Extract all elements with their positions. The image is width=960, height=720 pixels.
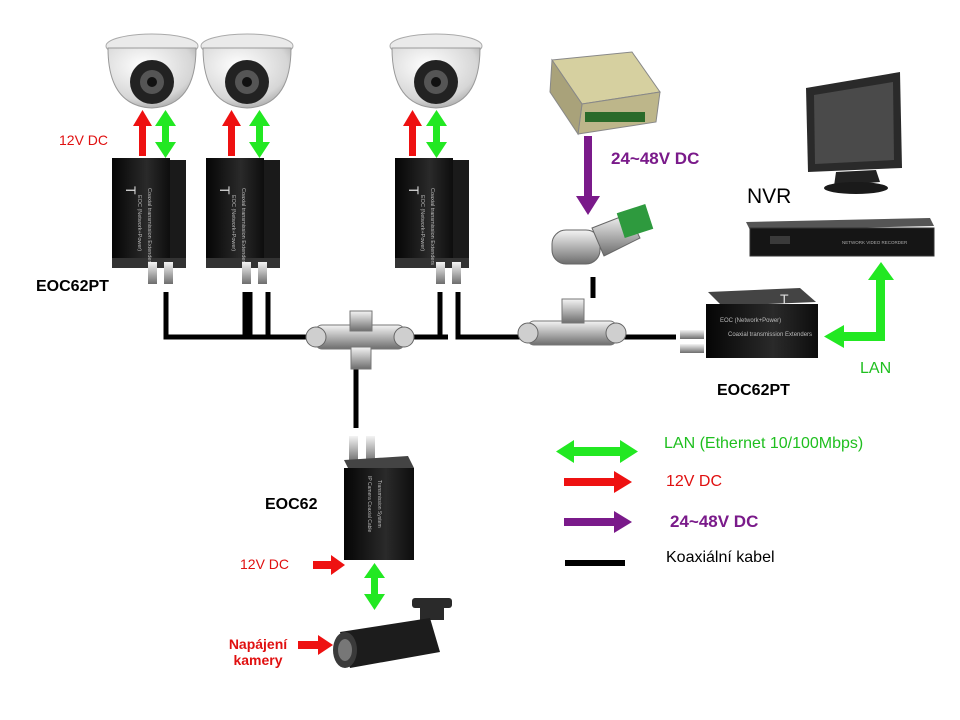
nvr-label: NVR xyxy=(747,185,792,208)
monitor xyxy=(806,72,902,194)
eoc62-power-arrow-icon xyxy=(313,555,345,575)
eoc62-label: EOC62 xyxy=(265,496,318,513)
svg-text:EOC (Network+Power): EOC (Network+Power) xyxy=(419,195,425,251)
eoc62pt-unit-3: T EOC (Network+Power) Coaxial transmissi… xyxy=(395,158,469,284)
eoc62pt-unit-right: T EOC (Network+Power) Coaxial transmissi… xyxy=(680,288,818,358)
svg-text:Coaxial transmission Extenders: Coaxial transmission Extenders xyxy=(240,188,246,265)
lan-label: LAN xyxy=(860,360,892,377)
eoc-tag: T xyxy=(217,186,233,195)
svg-text:EOC (Network+Power): EOC (Network+Power) xyxy=(136,195,142,251)
bnc-dc-adapter xyxy=(551,204,654,265)
eoc-tag: T xyxy=(780,291,789,307)
power-supply xyxy=(549,51,661,136)
bullet-camera xyxy=(333,598,452,668)
legend-label-48v: 24~48V DC xyxy=(670,512,759,531)
svg-text:NETWORK VIDEO RECORDER: NETWORK VIDEO RECORDER xyxy=(842,240,908,245)
bnc-t-connector-1 xyxy=(305,310,415,370)
camera-power-supply-label: Napájení kamery xyxy=(228,636,288,668)
camera-power-label: 12V DC xyxy=(59,132,109,148)
svg-text:Transmission System: Transmission System xyxy=(376,480,382,528)
svg-text:EOC (Network+Power): EOC (Network+Power) xyxy=(720,318,781,324)
legend-48v-arrow-icon xyxy=(564,511,632,533)
green-double-arrow-icon xyxy=(155,110,447,158)
dome-camera-2 xyxy=(200,33,294,109)
legend-label-12v: 12V DC xyxy=(666,473,723,490)
eoc62pt-label-right: EOC62PT xyxy=(717,382,790,399)
psu-voltage-label: 24~48V DC xyxy=(611,149,700,168)
svg-text:Coaxial transmission Extenders: Coaxial transmission Extenders xyxy=(429,188,435,265)
red-arrow-icon xyxy=(133,110,422,156)
svg-text:IP Camera Coaxial Cable: IP Camera Coaxial Cable xyxy=(366,476,372,533)
eoc-tag: T xyxy=(123,186,139,195)
lan-arrow-icon xyxy=(824,262,894,348)
coax-cable-network xyxy=(163,277,676,428)
eoc62pt-unit-2: T EOC (Network+Power) Coaxial transmissi… xyxy=(206,158,280,284)
nvr-recorder: NETWORK VIDEO RECORDER xyxy=(746,218,935,257)
svg-text:EOC (Network+Power): EOC (Network+Power) xyxy=(230,195,236,251)
eoc62pt-label-left: EOC62PT xyxy=(36,278,109,295)
dome-camera-3 xyxy=(389,33,483,109)
eoc62-power-label: 12V DC xyxy=(240,556,290,572)
legend-coax-line xyxy=(565,560,625,566)
eoc62-lan-arrow-icon xyxy=(364,563,385,610)
svg-text:Coaxial transmission Extenders: Coaxial transmission Extenders xyxy=(146,188,152,265)
camera-arrows xyxy=(133,110,447,158)
eoc62pt-unit-1: T EOC (Network+Power) Coaxial transmissi… xyxy=(112,158,186,284)
legend-label-lan: LAN (Ethernet 10/100Mbps) xyxy=(664,435,864,452)
legend-symbols xyxy=(556,440,638,566)
camera-power-arrow-icon xyxy=(298,635,333,655)
svg-text:Coaxial transmission Extenders: Coaxial transmission Extenders xyxy=(728,332,812,338)
legend-label-coax: Koaxiální kabel xyxy=(666,549,775,566)
bnc-t-connector-2 xyxy=(517,298,627,346)
legend-12v-arrow-icon xyxy=(564,471,632,493)
dome-camera-1 xyxy=(105,33,199,109)
eoc62-unit: IP Camera Coaxial Cable Transmission Sys… xyxy=(344,436,414,560)
purple-arrow-icon xyxy=(576,136,600,215)
eoc-tag: T xyxy=(406,186,422,195)
legend-lan-arrow-icon xyxy=(556,440,638,463)
